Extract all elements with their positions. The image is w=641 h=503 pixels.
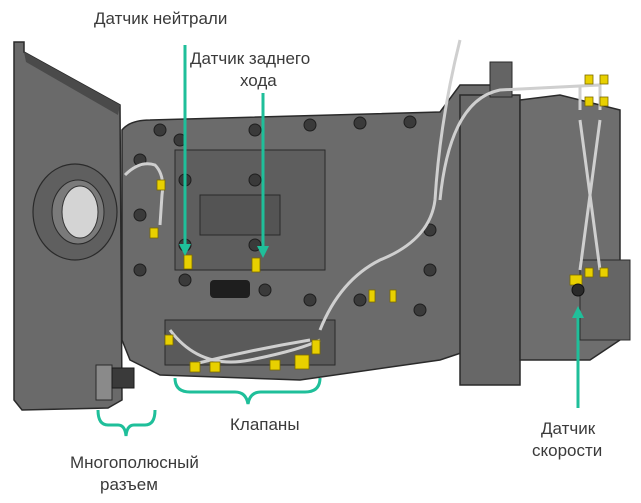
valves-brace [173, 377, 322, 405]
connector-label-line1: Многополюсный [70, 453, 199, 472]
rear-housing [459, 61, 631, 386]
reverse-sensor-arrowhead [257, 246, 269, 258]
multipin-connector-part [95, 364, 135, 401]
hydraulic-tubes [123, 39, 602, 367]
connector-label-line2: разъем [100, 475, 158, 494]
speed-sensor-arrowhead [572, 306, 584, 318]
fittings [149, 74, 609, 373]
main-case [121, 84, 501, 381]
reverse-sensor-label-line1: Датчик заднего [190, 49, 311, 68]
valves-label: Клапаны [230, 415, 300, 434]
neutral-sensor-arrowhead [179, 244, 191, 256]
neutral-sensor-label: Датчик нейтрали [94, 9, 228, 28]
speed-sensor-label-line2: скорости [532, 441, 603, 460]
bolts [133, 115, 437, 317]
speed-sensor-label-line1: Датчик [541, 419, 596, 438]
bell-housing [13, 41, 123, 411]
speed-sensor-part [571, 283, 585, 297]
reverse-sensor-label-line2: хода [240, 71, 277, 90]
callout-pointers [96, 45, 584, 437]
connector-brace [96, 409, 157, 437]
